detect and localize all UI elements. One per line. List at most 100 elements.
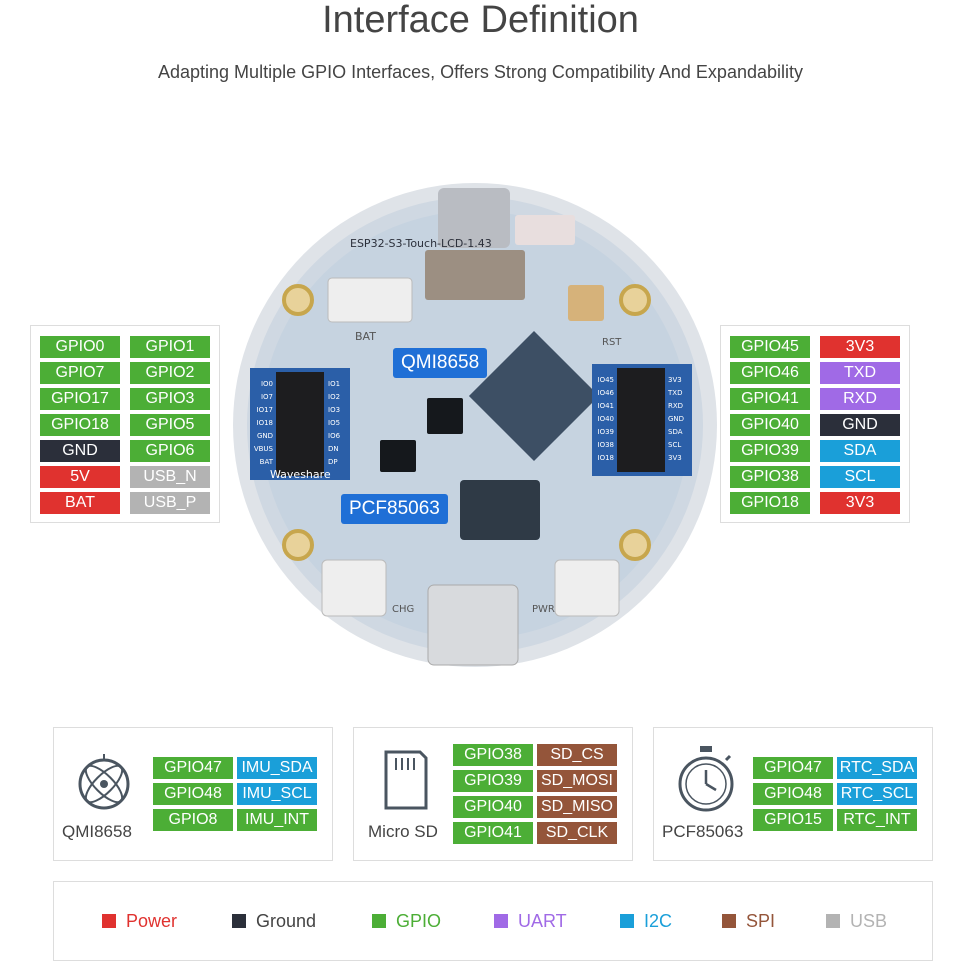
right_pins-pin-label: TXD bbox=[820, 362, 900, 384]
header-silk-label: SDA bbox=[668, 428, 683, 436]
page-title: Interface Definition bbox=[322, 0, 639, 41]
panel-function-cell: SD_CS bbox=[537, 744, 617, 766]
panel-gpio-cell: GPIO38 bbox=[453, 744, 533, 766]
header-silk-label: IO7 bbox=[261, 393, 273, 401]
header-silk-label: DN bbox=[328, 445, 339, 453]
panel-function-cell: SD_MOSI bbox=[537, 770, 617, 792]
panel-function-cell: RTC_SCL bbox=[837, 783, 917, 805]
header-silk-label: 3V3 bbox=[668, 376, 682, 384]
right_pins-pin-label: SDA bbox=[820, 440, 900, 462]
bat-connector bbox=[327, 277, 413, 323]
panel-function-cell: RTC_SDA bbox=[837, 757, 917, 779]
panel-function-cell: IMU_SCL bbox=[237, 783, 317, 805]
left_pins-pin-label: USB_N bbox=[130, 466, 210, 488]
qmi8658-callout: QMI8658 bbox=[393, 348, 488, 378]
header-silk-label: GND bbox=[668, 415, 684, 423]
panel-label: PCF85063 bbox=[662, 822, 744, 841]
right_pins-pin-label: GPIO39 bbox=[730, 440, 810, 462]
legend-swatch bbox=[620, 914, 634, 928]
header-silk-label: IO18 bbox=[257, 419, 273, 427]
legend-item-gpio: GPIO bbox=[372, 910, 441, 932]
left-header-pins bbox=[276, 372, 324, 476]
left_pins-pin-label: 5V bbox=[40, 466, 120, 488]
legend-label: SPI bbox=[746, 911, 776, 931]
qmi8658-chip bbox=[427, 398, 463, 434]
header-silk-label: IO38 bbox=[598, 441, 614, 449]
mount-hole-tl bbox=[282, 284, 314, 316]
legend-label: Ground bbox=[256, 911, 317, 931]
sd-card-icon bbox=[384, 750, 428, 810]
panel-label: Micro SD bbox=[368, 822, 438, 841]
left_pins-pin-label: GND bbox=[40, 440, 120, 462]
mount-hole-bl bbox=[282, 529, 314, 561]
left_pins-pin-label: GPIO1 bbox=[130, 336, 210, 358]
panel-gpio-cell: GPIO8 bbox=[153, 809, 233, 831]
pwr-silk: PWR bbox=[532, 604, 555, 615]
header-silk-label: IO45 bbox=[598, 376, 614, 384]
header-silk-label: IO3 bbox=[328, 406, 340, 414]
legend-swatch bbox=[102, 914, 116, 928]
panel-function-cell: IMU_INT bbox=[237, 809, 317, 831]
header-silk-label: IO0 bbox=[261, 380, 273, 388]
fuse-component bbox=[515, 215, 575, 245]
header-silk-label: IO46 bbox=[598, 389, 615, 397]
header-silk-label: IO5 bbox=[328, 419, 340, 427]
panel-gpio-cell: GPIO48 bbox=[153, 783, 233, 805]
left_pins-pin-label: GPIO17 bbox=[40, 388, 120, 410]
uart-connector bbox=[554, 559, 620, 617]
panel-function-cell: RTC_INT bbox=[837, 809, 917, 831]
pcf85063-callout: PCF85063 bbox=[341, 494, 448, 524]
right-header-pins bbox=[617, 368, 665, 472]
panel-gpio-cell: GPIO39 bbox=[453, 770, 533, 792]
chg-silk: CHG bbox=[392, 604, 414, 615]
right_pins-pin-label: 3V3 bbox=[820, 336, 900, 358]
esp32-chip bbox=[468, 330, 600, 462]
left_pins-pin-label: USB_P bbox=[130, 492, 210, 514]
ldo-chip bbox=[460, 480, 540, 540]
legend-swatch bbox=[494, 914, 508, 928]
legend-swatch bbox=[826, 914, 840, 928]
rst-silk: RST bbox=[602, 337, 622, 348]
left_pins-pin-label: GPIO0 bbox=[40, 336, 120, 358]
legend-item-i2c: I2C bbox=[620, 910, 672, 932]
header-silk-label: RXD bbox=[668, 402, 683, 410]
legend-label: UART bbox=[518, 911, 567, 931]
legend-item-usb: USB bbox=[826, 910, 887, 932]
legend-label: GPIO bbox=[396, 911, 442, 931]
header-silk-label: GND bbox=[257, 432, 273, 440]
brand-silk: Waveshare bbox=[270, 468, 331, 481]
header-silk-label: 3V3 bbox=[668, 454, 682, 462]
legend-swatch bbox=[722, 914, 736, 928]
right_pins-pin-label: GPIO18 bbox=[730, 492, 810, 514]
board-name-text: ESP32-S3-Touch-LCD-1.43 bbox=[350, 237, 492, 250]
right_pins-pin-label: GPIO41 bbox=[730, 388, 810, 410]
legend-item-uart: UART bbox=[494, 910, 567, 932]
legend-swatch bbox=[232, 914, 246, 928]
ipex-antenna bbox=[568, 285, 604, 321]
left_pins-pin-label: GPIO6 bbox=[130, 440, 210, 462]
header-silk-label: DP bbox=[328, 458, 338, 466]
panel-gpio-cell: GPIO47 bbox=[153, 757, 233, 779]
right_pins-pin-label: GPIO45 bbox=[730, 336, 810, 358]
board-illustration: ESP32-S3-Touch-LCD-1.43 BAT RST CHG PWR … bbox=[233, 183, 717, 667]
panel-gpio-cell: GPIO15 bbox=[753, 809, 833, 831]
header-silk-label: VBUS bbox=[254, 445, 274, 453]
panel-gpio-cell: GPIO47 bbox=[753, 757, 833, 779]
legend-item-ground: Ground bbox=[232, 910, 316, 932]
gyroscope-icon bbox=[78, 754, 130, 810]
left_pins-pin-label: GPIO18 bbox=[40, 414, 120, 436]
header-silk-label: BAT bbox=[260, 458, 274, 466]
header-silk-label: IO41 bbox=[598, 402, 614, 410]
left_pins-pin-label: GPIO5 bbox=[130, 414, 210, 436]
right_pins-pin-label: 3V3 bbox=[820, 492, 900, 514]
left_pins-pin-label: GPIO7 bbox=[40, 362, 120, 384]
mount-hole-tr bbox=[619, 284, 651, 316]
usb-c-port bbox=[427, 584, 519, 666]
page-subtitle: Adapting Multiple GPIO Interfaces, Offer… bbox=[158, 62, 803, 82]
